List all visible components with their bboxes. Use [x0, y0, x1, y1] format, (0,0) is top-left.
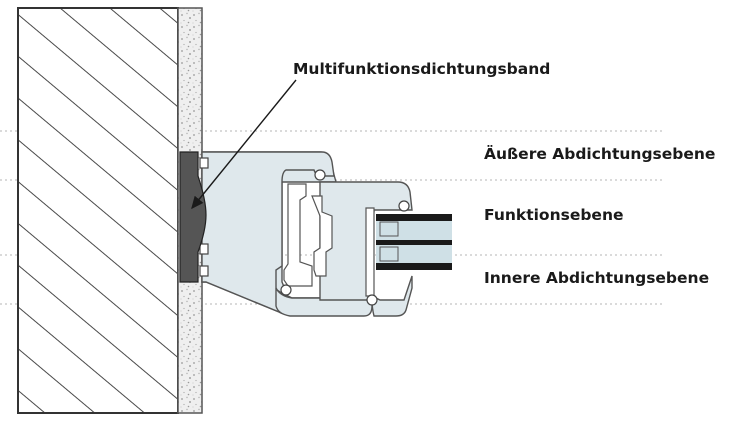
glass-bar-bottom [376, 263, 452, 270]
spacer-top [379, 221, 399, 237]
masonry-wall [17, 7, 179, 414]
gasket-7 [199, 265, 209, 277]
multifunction-seal-band [179, 151, 207, 283]
chamber-frame [283, 183, 313, 287]
seal-band-arrow [191, 79, 297, 210]
gasket-6 [199, 243, 209, 255]
chamber-sash-2 [365, 207, 375, 297]
gasket-5 [199, 157, 209, 169]
glass-bar-top [376, 214, 452, 221]
glazing-unit [376, 214, 452, 270]
label-function-plane: Funktionsebene [484, 206, 624, 224]
gasket-4 [366, 294, 378, 306]
gasket-2 [398, 200, 410, 212]
glass-bar-mid [376, 240, 452, 245]
chamber-sash [311, 195, 333, 277]
gaskets [199, 157, 410, 306]
gasket-3 [280, 284, 292, 296]
spacer-bottom [379, 246, 399, 262]
label-inner-sealing-plane: Innere Abdichtungsebene [484, 269, 710, 287]
label-multifunction-seal-band: Multifunktionsdichtungsband [293, 60, 551, 78]
gasket-1 [314, 169, 326, 181]
label-outer-sealing-plane: Äußere Abdichtungsebene [484, 145, 716, 163]
profile-chambers [283, 183, 375, 297]
window-frame-lower [275, 287, 373, 317]
